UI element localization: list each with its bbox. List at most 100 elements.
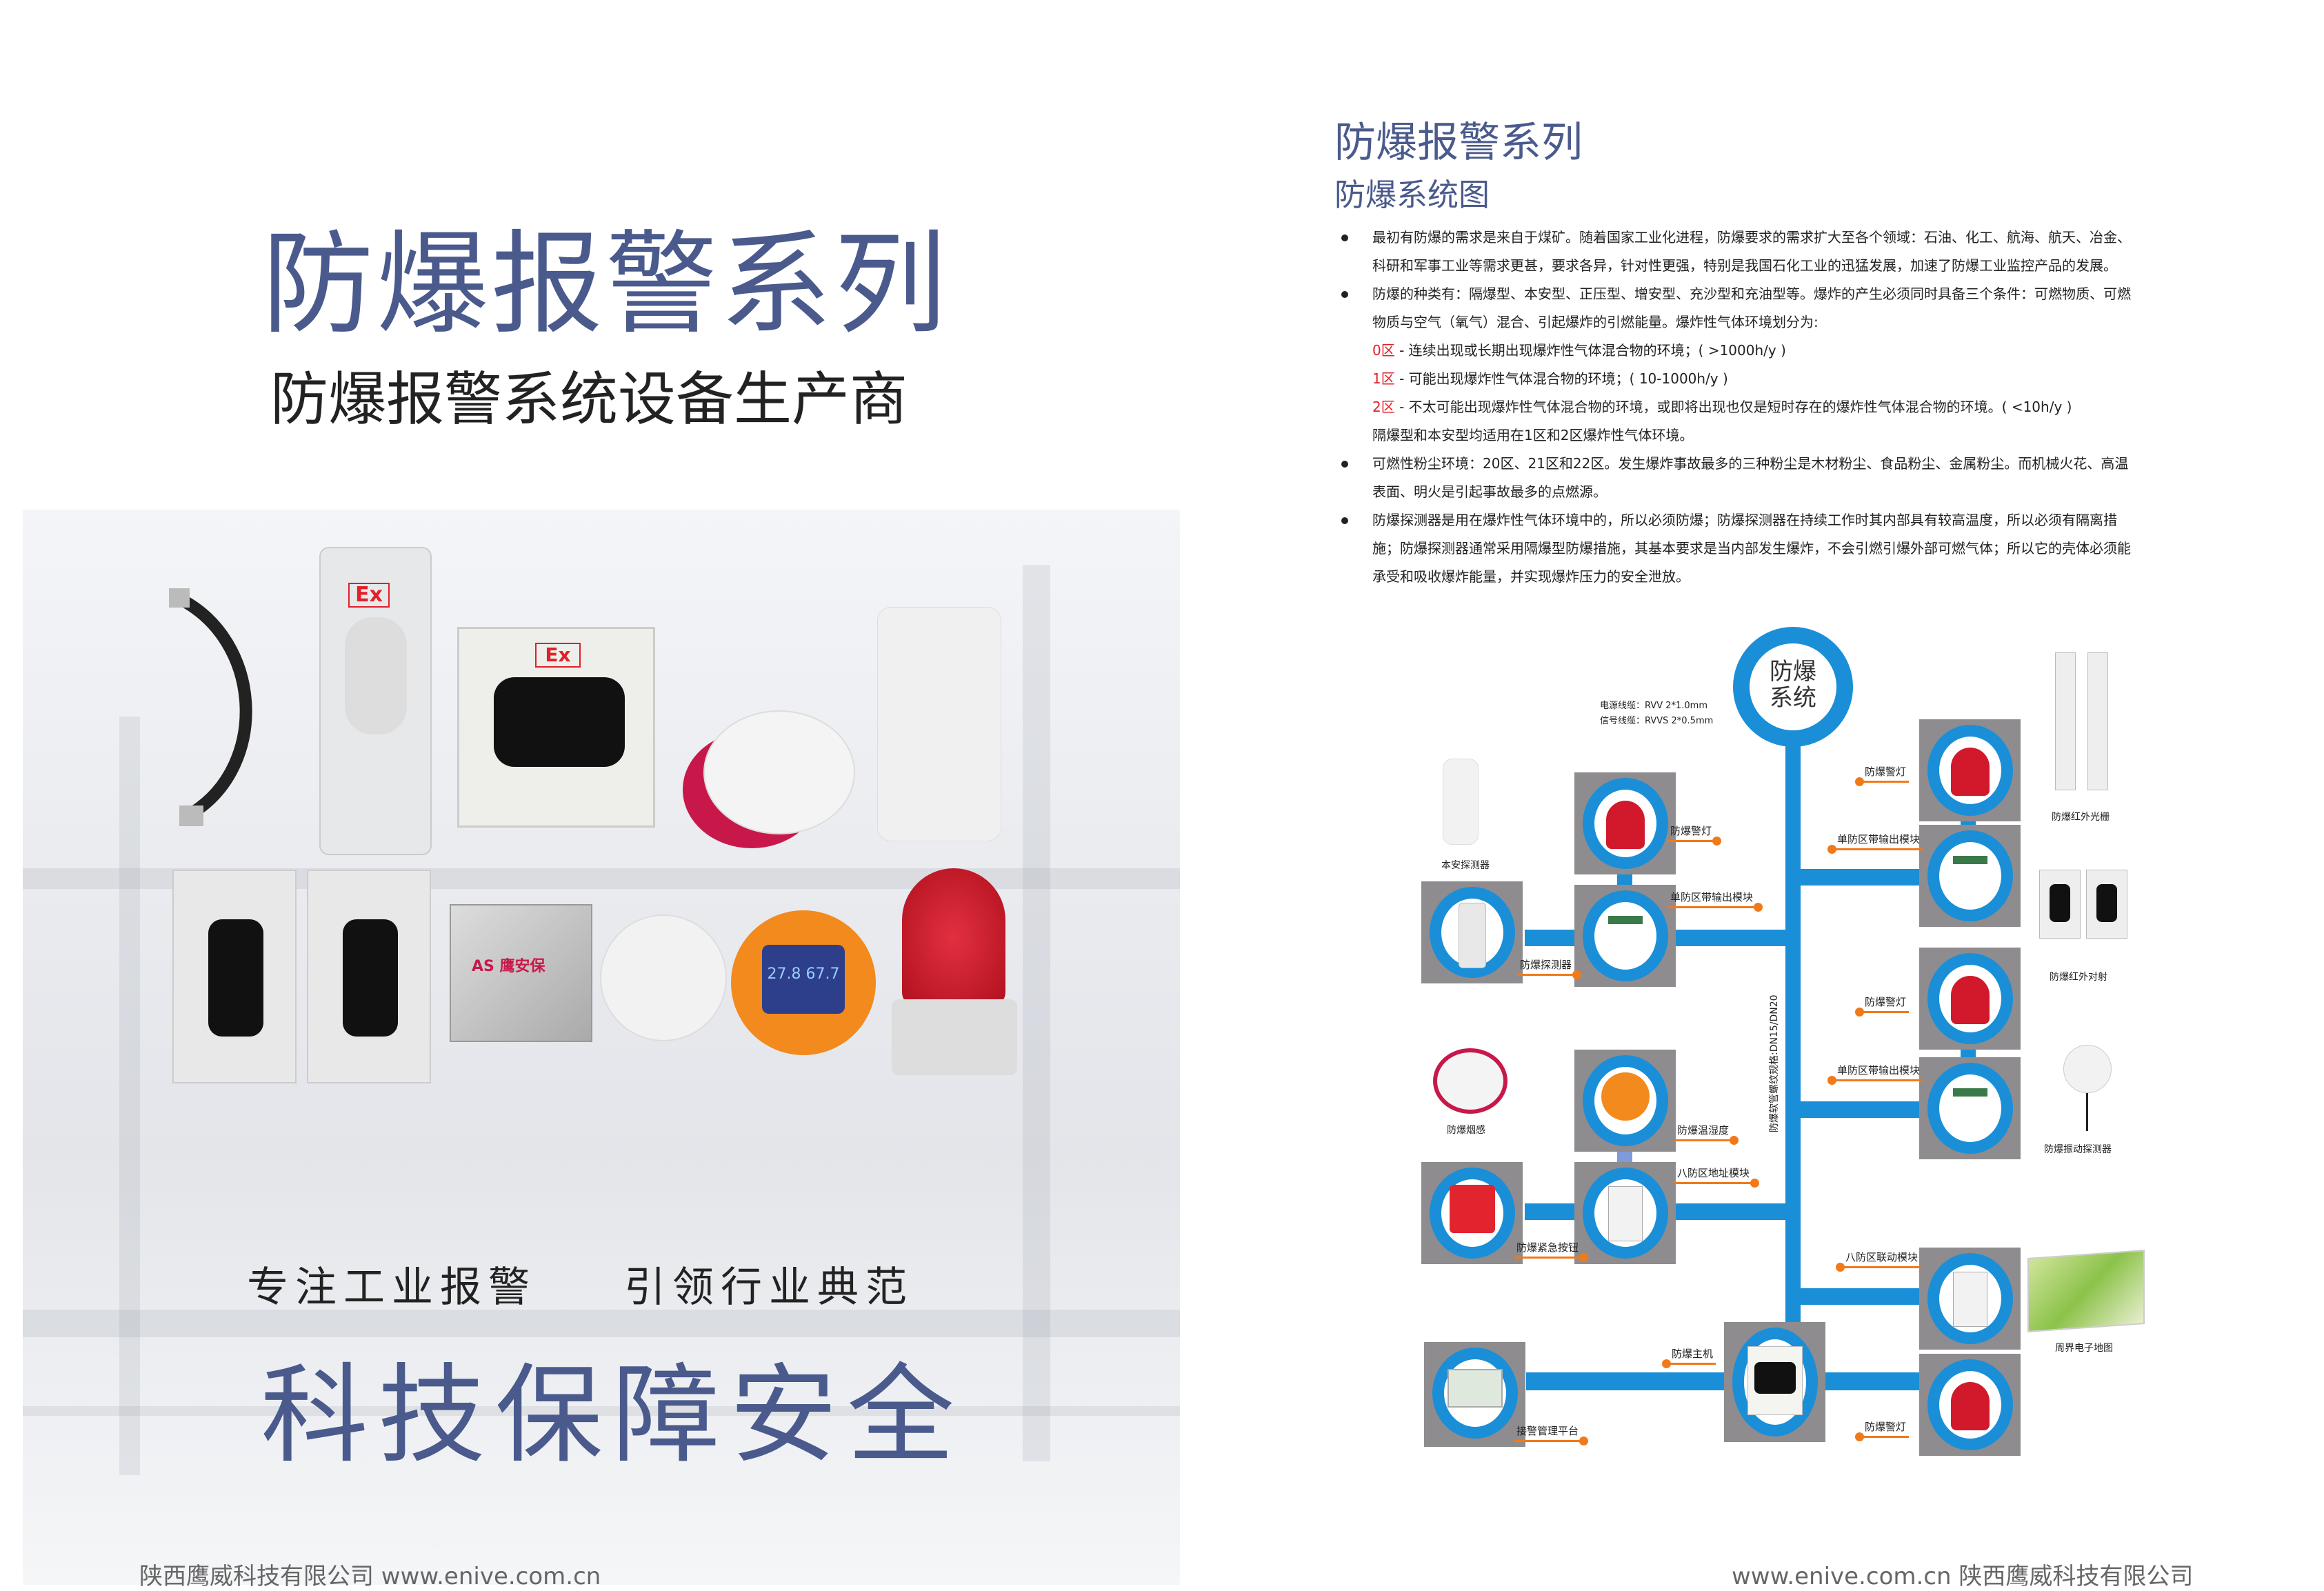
bullet-paragraph: 可燃性粉尘环境：20区、21区和22区。发生爆炸事故最多的三种粉尘是木材粉尘、食… bbox=[1341, 450, 2141, 506]
cover-subtitle: 防爆报警系统设备生产商 bbox=[270, 366, 908, 433]
caption-map: 周界电子地图 bbox=[2055, 1343, 2113, 1354]
cover-footer: 陕西鹰威科技有限公司 www.enive.com.cn bbox=[139, 1563, 601, 1590]
label-warning-light: 防爆警灯 bbox=[1855, 764, 1910, 786]
bullet-paragraph: 防爆的种类有：隔爆型、本安型、正压型、增安型、充沙型和充油型等。爆炸的产生必须同… bbox=[1341, 280, 2141, 337]
hose-product bbox=[166, 585, 276, 833]
branch-line bbox=[1526, 1372, 1921, 1390]
bullet-icon bbox=[1341, 291, 1348, 298]
beam-detector-product bbox=[877, 607, 1001, 841]
branch-line bbox=[1793, 1101, 1921, 1118]
stainless-box-product: AS 鹰安保 bbox=[450, 904, 592, 1042]
main-trunk bbox=[1785, 738, 1801, 1434]
callout-dot bbox=[1730, 1136, 1739, 1145]
page-footer: www.enive.com.cn 陕西鹰威科技有限公司 bbox=[1732, 1563, 2194, 1590]
caption-smoke: 防爆烟感 bbox=[1447, 1125, 1485, 1136]
label-platform: 接警管理平台 bbox=[1514, 1423, 1589, 1445]
node-platform bbox=[1424, 1342, 1525, 1447]
node-output-module bbox=[1919, 825, 2021, 927]
cable-signal-spec: 信号线缆：RVVS 2*0.5mm bbox=[1600, 716, 1714, 726]
caption-ir-beam: 防爆红外对射 bbox=[2050, 972, 2107, 983]
label-warning-light: 防爆警灯 bbox=[1855, 1419, 1910, 1441]
node-warning-light bbox=[1919, 719, 2021, 821]
callout-dot bbox=[1579, 1253, 1589, 1262]
gas-detector-product: 27.8 67.7 bbox=[731, 910, 876, 1055]
intrinsic-detector-image bbox=[1443, 759, 1479, 845]
perimeter-map-image bbox=[2027, 1250, 2145, 1332]
node-output-module bbox=[1919, 1057, 2021, 1159]
branch-line bbox=[1793, 1288, 1921, 1305]
label-warning-light: 防爆警灯 bbox=[1667, 823, 1722, 845]
callout-dot bbox=[1754, 903, 1763, 912]
label-emergency-button: 防爆紧急按钮 bbox=[1514, 1240, 1589, 1262]
cable bbox=[2086, 1093, 2088, 1131]
smoke-sensor-image bbox=[1433, 1048, 1507, 1114]
label-warning-light: 防爆警灯 bbox=[1855, 994, 1910, 1017]
zone-note: 隔爆型和本安型均适用在1区和2区爆炸性气体环境。 bbox=[1372, 427, 1694, 443]
caption-intrinsic-detector: 本安探测器 bbox=[1441, 860, 1490, 871]
label-output-module: 单防区带输出模块 bbox=[1827, 832, 1923, 854]
system-center-node: 防爆系统 bbox=[1733, 627, 1853, 747]
node-address-module bbox=[1574, 1162, 1676, 1264]
node-linkage-module bbox=[1919, 1248, 2021, 1350]
slogan-left: 专注工业报警 bbox=[247, 1263, 537, 1312]
ex-mark: Ex bbox=[535, 643, 581, 668]
bullet-icon bbox=[1341, 517, 1348, 524]
callout-dot bbox=[1855, 1432, 1864, 1441]
page-subtitle: 防爆系统图 bbox=[1334, 177, 1490, 213]
ir-beam-pair-product bbox=[172, 870, 434, 1118]
gas-display: 27.8 67.7 bbox=[762, 945, 845, 1014]
brand-mark: AS 鹰安保 bbox=[472, 958, 545, 975]
label-explosion-detector: 防爆探测器 bbox=[1517, 957, 1582, 979]
callout-dot bbox=[1572, 970, 1582, 979]
caption-ir-grating: 防爆红外光栅 bbox=[2052, 812, 2110, 823]
link-line bbox=[1961, 820, 1976, 827]
label-host: 防爆主机 bbox=[1662, 1346, 1716, 1368]
callout-dot bbox=[1855, 777, 1864, 786]
label-output-module: 单防区带输出模块 bbox=[1827, 1063, 1923, 1085]
ir-beam-image bbox=[2039, 870, 2129, 952]
callout-dot bbox=[1579, 1437, 1589, 1445]
callout-dot bbox=[1662, 1359, 1671, 1368]
zone-0: 0区 - 连续出现或长期出现爆炸性气体混合物的环境；( >1000h/y ) bbox=[1372, 342, 1786, 359]
node-explosion-detector bbox=[1421, 881, 1523, 983]
vibration-detector-image bbox=[2063, 1045, 2112, 1093]
bullet-paragraph: 最初有防爆的需求是来自于煤矿。随着国家工业化进程，防爆要求的需求扩大至各个领域：… bbox=[1341, 223, 2141, 280]
link-line bbox=[1617, 1150, 1632, 1165]
node-warning-light bbox=[1919, 948, 2021, 1050]
node-temp-humidity bbox=[1574, 1050, 1676, 1152]
callout-dot bbox=[1855, 1008, 1864, 1017]
callout-dot bbox=[1827, 1076, 1836, 1085]
cover-title: 防爆报警系列 bbox=[262, 220, 949, 350]
callout-dot bbox=[1827, 845, 1836, 854]
bullet-paragraph: 防爆探测器是用在爆炸性气体环境中的，所以必须防爆；防爆探测器在持续工作时其内部具… bbox=[1341, 506, 2141, 591]
node-warning-light bbox=[1919, 1354, 2021, 1456]
page-title: 防爆报警系列 bbox=[1334, 119, 1583, 167]
node-output-module bbox=[1574, 885, 1676, 987]
hose-spec: 防爆软管螺纹规格:DN15/DN20 bbox=[1769, 994, 1780, 1132]
link-line bbox=[1961, 1048, 1976, 1059]
flameproof-detector-product: Ex bbox=[319, 547, 432, 855]
control-host-product: Ex bbox=[457, 627, 655, 828]
label-temp-humidity: 防爆温湿度 bbox=[1674, 1123, 1739, 1145]
label-address-module: 八防区地址模块 bbox=[1674, 1165, 1760, 1188]
zone-1: 1区 - 可能出现爆炸性气体混合物的环境；( 10-1000h/y ) bbox=[1372, 370, 1728, 387]
smoke-detector-product bbox=[683, 710, 855, 855]
node-emergency-button bbox=[1421, 1162, 1523, 1264]
callout-dot bbox=[1750, 1179, 1760, 1188]
warning-light-product bbox=[885, 854, 1024, 1106]
label-output-module: 单防区带输出模块 bbox=[1667, 890, 1763, 912]
ex-mark: Ex bbox=[348, 583, 390, 608]
cover-main-slogan: 科技保障安全 bbox=[261, 1352, 964, 1478]
node-warning-light bbox=[1574, 772, 1676, 874]
callout-dot bbox=[1712, 837, 1722, 845]
branch-line bbox=[1793, 869, 1921, 885]
zone-2: 2区 - 不太可能出现爆炸性气体混合物的环境，或即将出现也仅是短时存在的爆炸性气… bbox=[1372, 399, 2072, 415]
bullet-icon bbox=[1341, 461, 1348, 468]
caption-vibration: 防爆振动探测器 bbox=[2044, 1144, 2112, 1155]
label-linkage-module: 八防区联动模块 bbox=[1836, 1250, 1921, 1272]
bullet-icon bbox=[1341, 234, 1348, 241]
ir-grating-image bbox=[2050, 652, 2118, 794]
vibration-detector-product bbox=[600, 914, 727, 1041]
node-host bbox=[1724, 1322, 1825, 1442]
cable-power-spec: 电源线缆：RVV 2*1.0mm bbox=[1600, 701, 1708, 711]
